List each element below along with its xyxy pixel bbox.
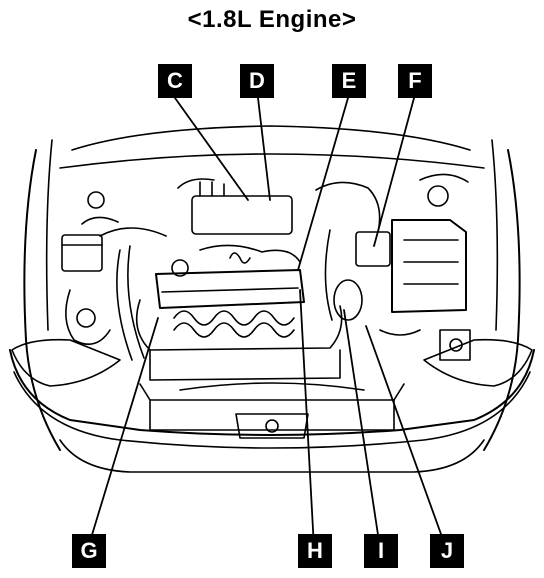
callout-j: J <box>430 534 464 568</box>
callout-f: F <box>398 64 432 98</box>
car-body-outline <box>9 125 535 473</box>
engine-components <box>61 173 471 401</box>
callout-c: C <box>158 64 192 98</box>
leader-line-g <box>87 317 159 549</box>
callout-e: E <box>332 64 366 98</box>
callout-h: H <box>298 534 332 568</box>
leader-lines <box>87 97 447 549</box>
leader-line-j <box>365 325 447 549</box>
leader-line-d <box>257 97 271 201</box>
leader-line-i <box>343 309 381 549</box>
diagram-title: <1.8L Engine> <box>187 6 357 33</box>
leader-line-c <box>174 97 249 201</box>
callout-d: D <box>240 64 274 98</box>
leader-line-e <box>297 97 349 271</box>
leader-line-f <box>373 97 415 247</box>
leader-line-h <box>299 289 315 549</box>
callout-i: I <box>364 534 398 568</box>
callout-g: G <box>72 534 106 568</box>
